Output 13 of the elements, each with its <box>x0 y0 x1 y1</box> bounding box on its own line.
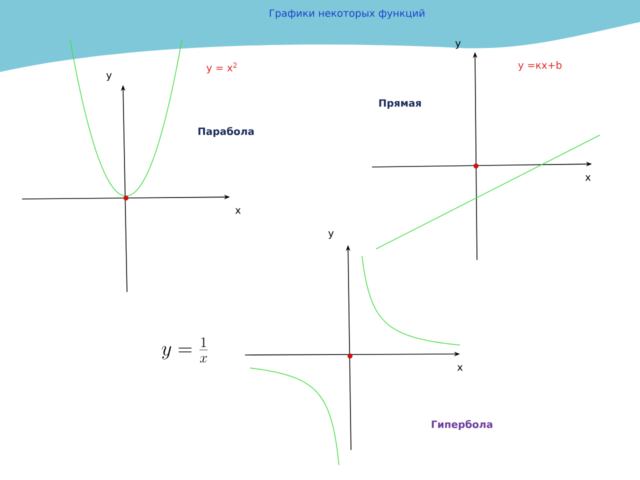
axis-label: x <box>457 365 463 371</box>
formula: $y=\frac{1}{x}$ <box>162 337 208 362</box>
title: Графики некоторых функций <box>270 9 424 19</box>
axis-label: x <box>585 175 591 181</box>
graph-name: Прямая <box>379 99 421 109</box>
axis-label: x <box>235 208 241 214</box>
axis-label: y <box>328 231 334 239</box>
equation: y = x$^{2}$ <box>206 62 237 74</box>
graph-name: Парабола <box>198 127 254 137</box>
equation: y =кх+b <box>518 61 562 71</box>
axis-label: y <box>106 73 112 81</box>
axis-label: y <box>455 41 461 49</box>
graph-name: Гипербола <box>432 420 492 430</box>
